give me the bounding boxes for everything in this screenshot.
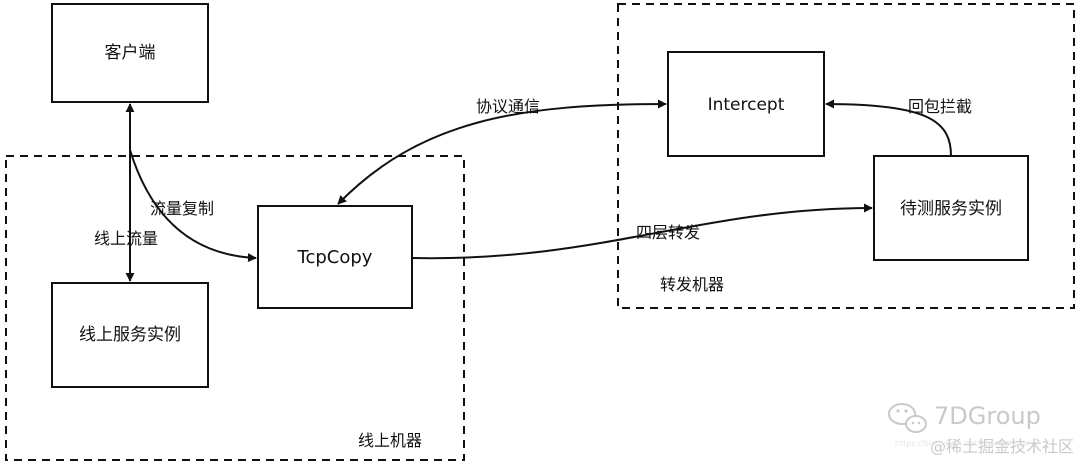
node-service-under-test-label: 待测服务实例 xyxy=(900,199,1002,219)
edge-traffic-copy-label: 流量复制 xyxy=(150,199,214,218)
node-tcpcopy-label: TcpCopy xyxy=(297,247,373,268)
node-client-label: 客户端 xyxy=(105,43,156,63)
watermark: 7DGroup @稀土掘金技术社区 https://blog.csdn.net/… xyxy=(888,402,1074,456)
watermark-community: @稀土掘金技术社区 xyxy=(930,437,1074,456)
edge-layer4-forward-label: 四层转发 xyxy=(636,223,700,242)
edge-protocol-comm: 协议通信 xyxy=(337,97,667,205)
node-service-under-test: 待测服务实例 xyxy=(873,155,1029,261)
node-tcpcopy: TcpCopy xyxy=(257,205,413,309)
group-online-machine-label: 线上机器 xyxy=(358,431,422,450)
node-online-service: 线上服务实例 xyxy=(51,282,209,388)
edge-online-traffic: 线上流量 xyxy=(94,103,158,282)
group-online-machine: 线上机器 xyxy=(5,155,465,461)
edge-layer4-forward: 四层转发 xyxy=(411,203,873,260)
group-forward-machine: 转发机器 xyxy=(617,3,1075,309)
edge-response-intercept: 回包拦截 xyxy=(825,97,972,157)
watermark-brand: 7DGroup xyxy=(934,402,1041,430)
node-online-service-label: 线上服务实例 xyxy=(79,325,181,345)
edge-response-intercept-label: 回包拦截 xyxy=(908,97,972,116)
group-forward-machine-label: 转发机器 xyxy=(660,275,724,294)
edge-traffic-copy: 流量复制 xyxy=(129,149,257,263)
edge-online-traffic-label: 线上流量 xyxy=(94,229,158,248)
edge-protocol-comm-label: 协议通信 xyxy=(476,97,540,116)
node-intercept-label: Intercept xyxy=(708,95,785,115)
wechat-icon xyxy=(888,403,927,433)
node-intercept: Intercept xyxy=(667,51,825,157)
node-client: 客户端 xyxy=(51,3,209,103)
watermark-faint-url: https://blog.csdn.net/zhangzhiwei xyxy=(895,439,1030,448)
